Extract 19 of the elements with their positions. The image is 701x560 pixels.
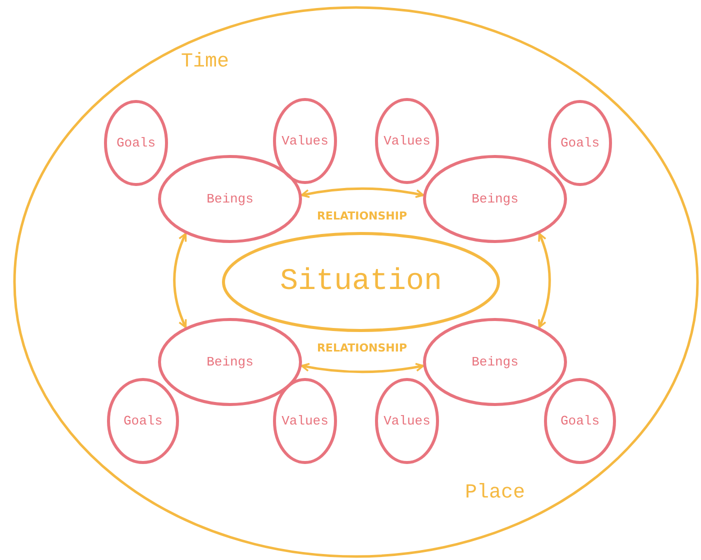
- node-label: Values: [384, 414, 430, 428]
- node-label: Situation: [280, 265, 442, 299]
- double-arrow: [538, 232, 551, 328]
- node-label: Goals: [560, 136, 600, 150]
- context-label: Time: [181, 50, 229, 74]
- node-label: Goals: [124, 414, 162, 428]
- node-label: Beings: [472, 192, 518, 206]
- double-arrow: [173, 232, 187, 328]
- node-label: Values: [282, 134, 328, 148]
- node-label: Beings: [206, 354, 254, 370]
- node-label: Beings: [472, 354, 518, 370]
- node-label: Goals: [116, 136, 156, 150]
- double-arrow: [300, 187, 424, 198]
- node-label: Goals: [560, 414, 600, 428]
- context-label: Place: [465, 482, 525, 504]
- double-arrow: [300, 362, 424, 374]
- node-label: Values: [282, 414, 328, 428]
- node-label: Beings: [206, 192, 254, 206]
- node-label: Values: [384, 134, 430, 148]
